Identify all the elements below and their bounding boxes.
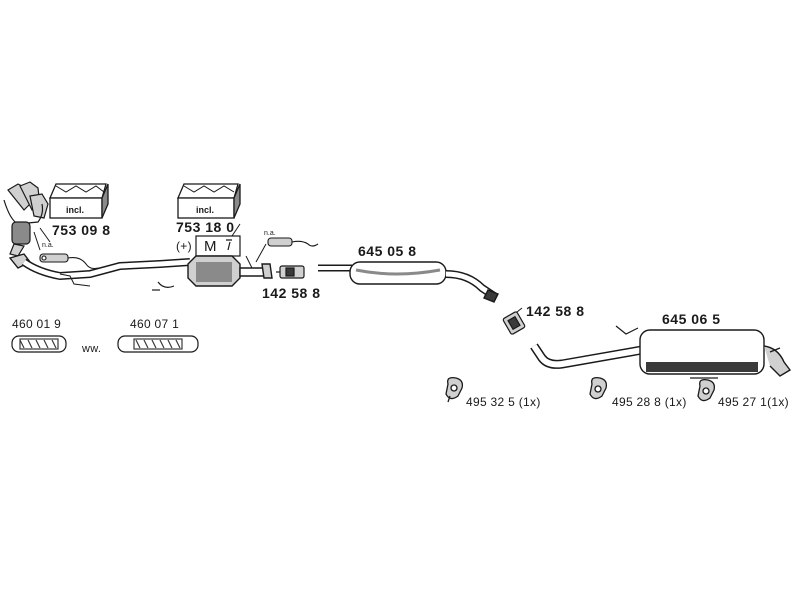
kit-box-2 [177, 183, 241, 219]
rubber-hanger-1 [445, 376, 464, 403]
rear-muffler-part-number: 645 06 5 [662, 311, 721, 327]
leader-line [39, 227, 51, 243]
hanger2-part-number: 495 28 8 (1x) [612, 395, 687, 409]
catalytic-converter [187, 255, 273, 287]
leader-line [255, 243, 267, 263]
clamp2-part-number: 142 58 8 [526, 303, 585, 319]
leader-line [245, 255, 253, 269]
oxygen-sensor-right [267, 237, 319, 247]
kit2-incl-label: incl. [195, 205, 214, 215]
kit2-plus-label: (+) [176, 239, 192, 253]
middle-muffler-part-number: 645 05 8 [358, 243, 417, 259]
kit1-incl-label: incl. [65, 205, 84, 215]
leader-line [33, 231, 41, 251]
front-pipe [8, 253, 191, 291]
hanger1-part-number: 495 32 5 (1x) [466, 395, 541, 409]
kit-box-1 [49, 183, 109, 219]
hanger3-part-number: 495 27 1(1x) [718, 395, 789, 409]
exhaust-manifold [3, 181, 49, 257]
rubber-hanger-3 [697, 378, 716, 402]
sensor-mark-box [195, 235, 241, 257]
clamp-1 [276, 265, 305, 279]
clamp1-part-number: 142 58 8 [262, 285, 321, 301]
oxygen-sensor-left [39, 253, 99, 270]
flex1-part-number: 460 01 9 [12, 317, 62, 331]
lambda-sensor-symbol [226, 239, 232, 251]
rubber-hanger-2 [589, 376, 608, 400]
flex2-part-number: 460 07 1 [130, 317, 180, 331]
leader-line [231, 223, 241, 237]
flex-pipe-2 [117, 335, 199, 353]
clamp-2 [502, 311, 526, 335]
middle-muffler [318, 261, 499, 303]
kit2-m-label: M [204, 238, 217, 255]
kit1-na-label: n.a. [42, 242, 54, 249]
kit2-part-number: 753 18 0 [176, 219, 235, 235]
ww-label: ww. [82, 343, 102, 355]
kit1-part-number: 753 09 8 [52, 222, 111, 238]
rear-muffler [530, 325, 792, 379]
flex-pipe-1 [11, 335, 67, 353]
sensor-na-label: n.a. [264, 230, 276, 237]
